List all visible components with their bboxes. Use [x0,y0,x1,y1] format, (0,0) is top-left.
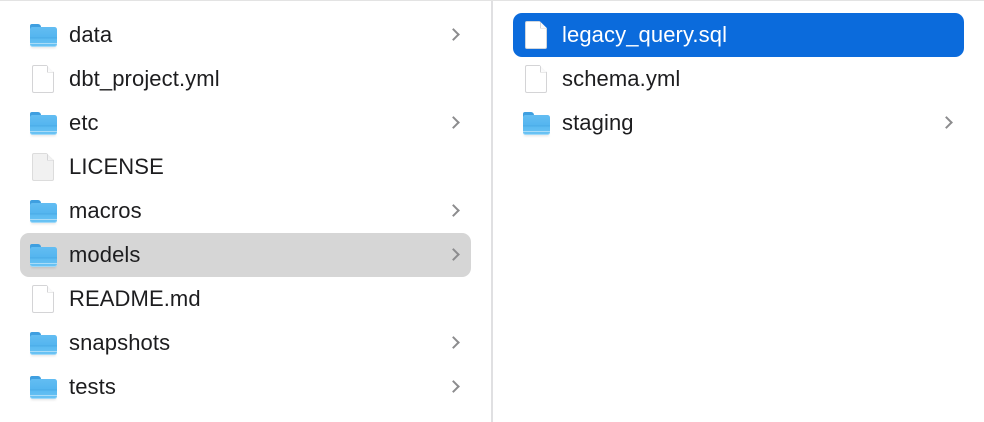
folder-icon [522,108,550,138]
chevron-right-icon[interactable] [942,115,952,131]
file-row[interactable]: staging [513,101,964,145]
chevron-right-icon[interactable] [449,247,459,263]
chevron-right-icon[interactable] [449,203,459,219]
file-row[interactable]: legacy_query.sql [513,13,964,57]
file-row-label: legacy_query.sql [562,22,728,47]
file-row[interactable]: README.md [20,277,471,321]
file-row[interactable]: schema.yml [513,57,964,101]
file-row[interactable]: etc [20,101,471,145]
document-plain-icon [29,152,57,182]
file-row-label: schema.yml [562,66,681,91]
file-row[interactable]: data [20,13,471,57]
file-row-label: LICENSE [69,154,164,179]
document-icon [522,64,550,94]
folder-icon [29,20,57,50]
document-icon [29,64,57,94]
file-row-label: snapshots [69,330,171,355]
file-row[interactable]: snapshots [20,321,471,365]
file-row-label: README.md [69,286,201,311]
file-row-label: data [69,22,113,47]
file-column-models: legacy_query.sql schema.yml staging [493,1,984,422]
file-row[interactable]: macros [20,189,471,233]
chevron-right-icon[interactable] [449,115,459,131]
file-row-label: macros [69,198,142,223]
column-divider[interactable] [491,1,493,422]
folder-icon [29,108,57,138]
file-row[interactable]: models [20,233,471,277]
file-row[interactable]: dbt_project.yml [20,57,471,101]
file-row-label: staging [562,110,634,135]
file-row[interactable]: LICENSE [20,145,471,189]
file-row[interactable]: tests [20,365,471,409]
chevron-right-icon[interactable] [449,379,459,395]
folder-icon [29,328,57,358]
file-row-label: etc [69,110,99,135]
file-row-label: dbt_project.yml [69,66,220,91]
file-row-label: tests [69,374,116,399]
chevron-right-icon[interactable] [449,27,459,43]
file-row-label: models [69,242,141,267]
document-icon [29,284,57,314]
folder-icon [29,240,57,270]
chevron-right-icon[interactable] [449,335,459,351]
folder-icon [29,196,57,226]
folder-icon [29,372,57,402]
document-icon [522,20,550,50]
